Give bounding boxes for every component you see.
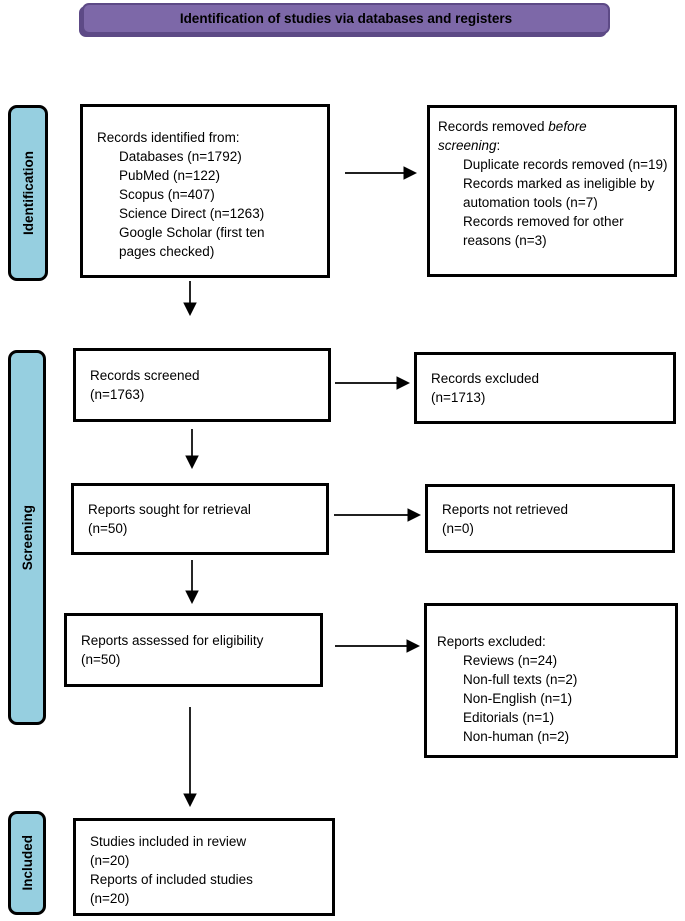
records-identified-title: Records identified from: [97, 130, 240, 145]
records-identified-item: Science Direct (n=1263) [119, 206, 265, 221]
records-removed-title: Records removed before screening: [438, 117, 630, 155]
reports-sought-count: (n=50) [88, 521, 128, 536]
records-identified-item: Google Scholar (first ten pages checked) [119, 225, 265, 259]
stage-label-screening: Screening [19, 504, 35, 571]
reports-excluded-item: Editorials (n=1) [463, 710, 555, 725]
reports-not-retrieved-count: (n=0) [442, 520, 474, 536]
box-records-removed: Records removed before screening: Duplic… [427, 105, 677, 277]
header-banner: Identification of studies via databases … [82, 3, 610, 34]
reports-not-retrieved-line: Reports not retrieved [442, 501, 569, 517]
records-removed-title-prefix: Records removed [438, 119, 549, 134]
reports-excluded-item: Non-human (n=2) [463, 729, 570, 744]
reports-sought-line: Reports sought for retrieval [88, 502, 251, 517]
box-reports-excluded: Reports excluded: Reviews (n=24) Non-ful… [424, 603, 678, 758]
reports-assessed-count: (n=50) [81, 652, 121, 667]
studies-included-line: Studies included in review [90, 834, 247, 849]
reports-included-count: (n=20) [90, 891, 130, 906]
stage-bar-included: Included [8, 811, 46, 915]
records-removed-item: Records removed for other reasons (n=3) [463, 214, 624, 248]
reports-assessed-line: Reports assessed for eligibility [81, 633, 264, 648]
box-records-screened: Records screened (n=1763) [73, 348, 331, 422]
stage-label-identification: Identification [20, 151, 36, 235]
studies-included-count: (n=20) [90, 853, 130, 868]
records-excluded-line: Records excluded [431, 371, 540, 386]
records-screened-count: (n=1763) [90, 387, 145, 402]
header-title: Identification of studies via databases … [179, 11, 513, 26]
records-identified-item: Databases (n=1792) [119, 149, 242, 164]
reports-excluded-item: Non-English (n=1) [463, 691, 573, 706]
records-removed-item: Records marked as ineligible by automati… [463, 176, 655, 210]
stage-bar-identification: Identification [8, 105, 48, 281]
stage-bar-screening: Screening [8, 350, 46, 725]
records-excluded-count: (n=1713) [431, 390, 486, 405]
reports-excluded-title: Reports excluded: [437, 634, 546, 649]
reports-excluded-item: Non-full texts (n=2) [463, 672, 578, 687]
records-screened-line: Records screened [90, 368, 200, 383]
box-reports-not-retrieved: Reports not retrieved (n=0) [425, 484, 675, 553]
records-removed-title-italic: before screening [438, 119, 587, 153]
records-removed-item: Duplicate records removed (n=19) [463, 157, 668, 172]
box-records-excluded: Records excluded (n=1713) [414, 352, 676, 424]
box-records-identified: Records identified from: Databases (n=17… [80, 104, 330, 278]
box-reports-sought: Reports sought for retrieval (n=50) [71, 483, 329, 555]
records-identified-item: Scopus (n=407) [119, 187, 215, 202]
records-removed-title-suffix: : [496, 138, 501, 153]
reports-included-line: Reports of included studies [90, 872, 253, 887]
box-studies-included: Studies included in review (n=20) Report… [73, 818, 335, 916]
records-identified-item: PubMed (n=122) [119, 168, 220, 183]
stage-label-included: Included [19, 835, 35, 891]
box-reports-assessed: Reports assessed for eligibility (n=50) [64, 613, 323, 687]
reports-excluded-item: Reviews (n=24) [463, 653, 558, 668]
